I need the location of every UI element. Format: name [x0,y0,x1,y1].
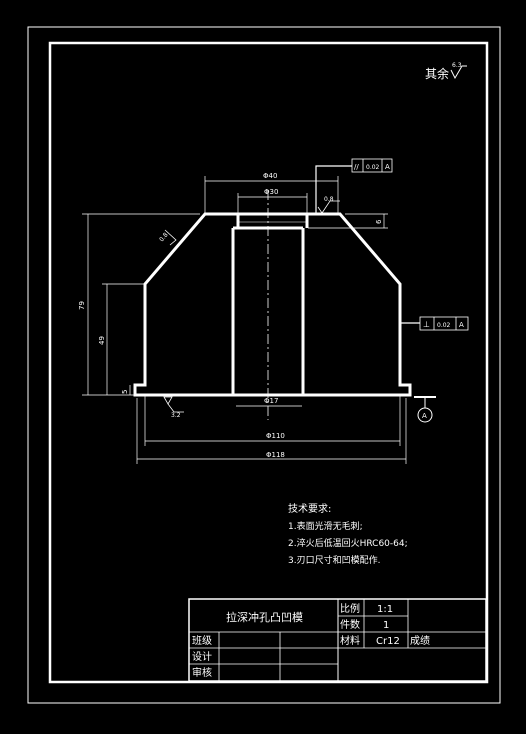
tolerance-side-frame [419,316,469,331]
tolerance-side-value: 0.02 [437,322,451,329]
material-value: Cr12 [376,636,400,647]
scale-label: 比例 [340,602,360,615]
tolerance-top-datum: A [385,163,390,171]
inner-frame [48,41,489,684]
roughness-other-symbol-icon [450,65,467,80]
review-label: 审核 [192,666,212,679]
title-block [188,598,487,682]
scale-value: 1:1 [377,604,393,615]
tolerance-side-datum: A [459,321,464,329]
design-label: 设计 [192,650,212,663]
datum-label: A [422,412,427,420]
part-name: 拉深冲孔凸凹模 [226,610,303,624]
dim-d110: Φ110 [266,432,285,440]
part-outline [133,212,412,397]
tolerance-top-leader [315,165,352,214]
dim-h6: 6 [375,219,383,224]
dim-h79: 79 [78,301,86,310]
roughness-top-right-value: 0.8 [324,196,334,203]
roughness-top-right-icon [317,200,340,214]
outer-frame [27,26,501,704]
notes-item-2: 2.淬火后低温回火HRC60-64; [288,537,408,549]
dim-h5: 5 [121,390,129,394]
datum-symbol-icon [414,396,436,423]
class-label: 班级 [192,635,212,647]
grade-label: 成绩 [410,634,430,647]
notes-item-3: 3.刃口尺寸和凹模配作. [288,554,380,566]
dim-d118: Φ118 [266,451,285,459]
dim-h49: 49 [98,336,106,345]
dim-d40: Φ40 [263,172,277,180]
dim-d30: Φ30 [264,188,278,196]
tolerance-top-frame [351,158,393,173]
notes-title: 技术要求: [288,502,331,515]
dim-d17: Φ17 [264,397,278,405]
roughness-bottom-icon [163,396,184,413]
dimension-lines [82,176,407,464]
tolerance-top-symbol: // [354,163,359,171]
roughness-other-value: 6.3 [452,62,462,69]
qty-value: 1 [383,620,389,631]
material-label: 材料 [340,634,360,647]
tolerance-side-symbol: ⊥ [423,320,430,329]
roughness-left-chamfer-value: 0.8 [158,231,170,243]
qty-label: 件数 [340,618,360,631]
tolerance-top-value: 0.02 [366,164,380,171]
roughness-other-label: 其余 [425,66,449,81]
roughness-left-chamfer-icon [164,229,177,246]
notes-item-1: 1.表面光滑无毛刺; [288,520,363,532]
roughness-bottom-value: 3.2 [171,412,181,419]
